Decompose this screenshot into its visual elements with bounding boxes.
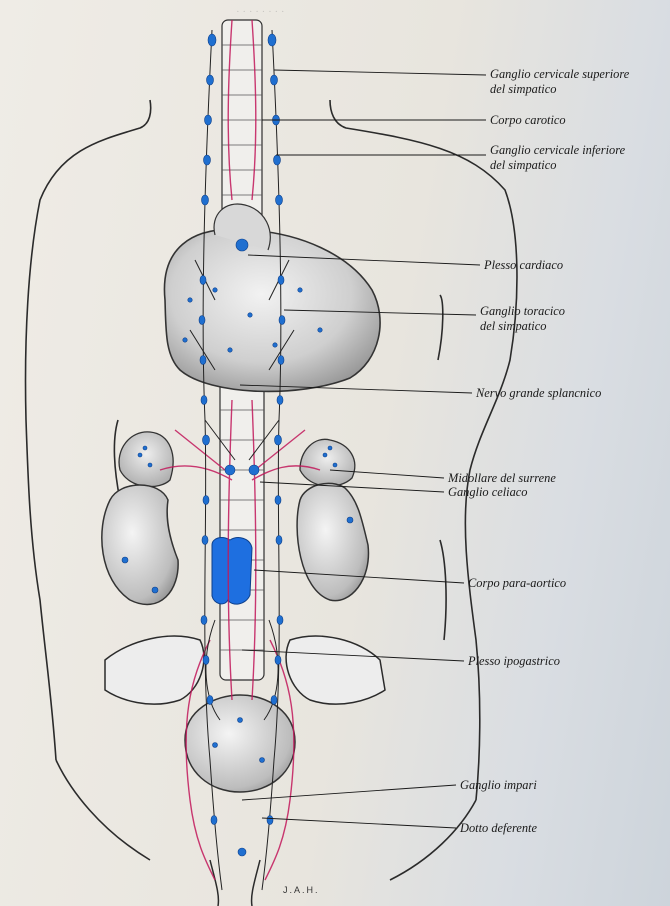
label-ganglio-impari: Ganglio impari — [460, 778, 537, 793]
kidney-right — [296, 482, 370, 602]
label-line: Ganglio impari — [460, 778, 537, 792]
label-corpo-para-aortico: Corpo para-aortico — [468, 576, 566, 591]
label-line: Plesso ipogastrico — [468, 654, 560, 668]
label-ganglio-toracico: Ganglio toracico del simpatico — [480, 304, 565, 334]
label-midollare-del-surrene: Midollare del surrene — [448, 471, 556, 486]
body-outline — [24, 99, 518, 881]
label-line: Corpo para-aortico — [468, 576, 567, 590]
label-line: del simpatico — [490, 158, 557, 172]
label-line: del simpatico — [490, 82, 557, 96]
label-ganglio-celiaco: Ganglio celiaco — [448, 485, 528, 500]
label-line: Midollare del surrene — [448, 471, 556, 485]
label-line: Dotto deferente — [460, 821, 537, 835]
heart — [163, 228, 381, 393]
bladder — [184, 694, 296, 793]
adrenal-left — [118, 431, 174, 488]
label-dotto-deferente: Dotto deferente — [460, 821, 537, 836]
label-line: del simpatico — [480, 319, 547, 333]
artist-signature: J.A.H. — [283, 885, 320, 895]
adrenal-right — [299, 438, 356, 487]
blood-vessels — [159, 19, 321, 881]
label-plesso-ipogastrico: Plesso ipogastrico — [468, 654, 560, 669]
label-line: Plesso cardiaco — [484, 258, 564, 272]
label-line: Ganglio toracico — [480, 304, 566, 318]
label-ganglio-cervicale-inferiore: Ganglio cervicale inferiore del simpatic… — [490, 143, 625, 173]
label-line: Ganglio celiaco — [448, 485, 528, 499]
label-ganglio-cervicale-superiore: Ganglio cervicale superiore del simpatic… — [490, 67, 629, 97]
leader-lines — [239, 69, 487, 829]
ganglia — [121, 33, 354, 857]
label-line: Ganglio cervicale inferiore — [490, 143, 626, 157]
para-aortic-body — [211, 537, 253, 605]
background-page-text: · · · · · · · · — [236, 6, 285, 18]
label-plesso-cardiaco: Plesso cardiaco — [484, 258, 563, 273]
aortic-arch — [213, 203, 271, 251]
label-line: Nervo grande splancnico — [476, 386, 602, 400]
label-line: Corpo carotico — [490, 113, 566, 127]
label-line: Ganglio cervicale superiore — [490, 67, 630, 81]
label-nervo-grande-splancnico: Nervo grande splancnico — [476, 386, 601, 401]
label-corpo-carotico: Corpo carotico — [490, 113, 566, 128]
kidney-left — [101, 484, 179, 606]
